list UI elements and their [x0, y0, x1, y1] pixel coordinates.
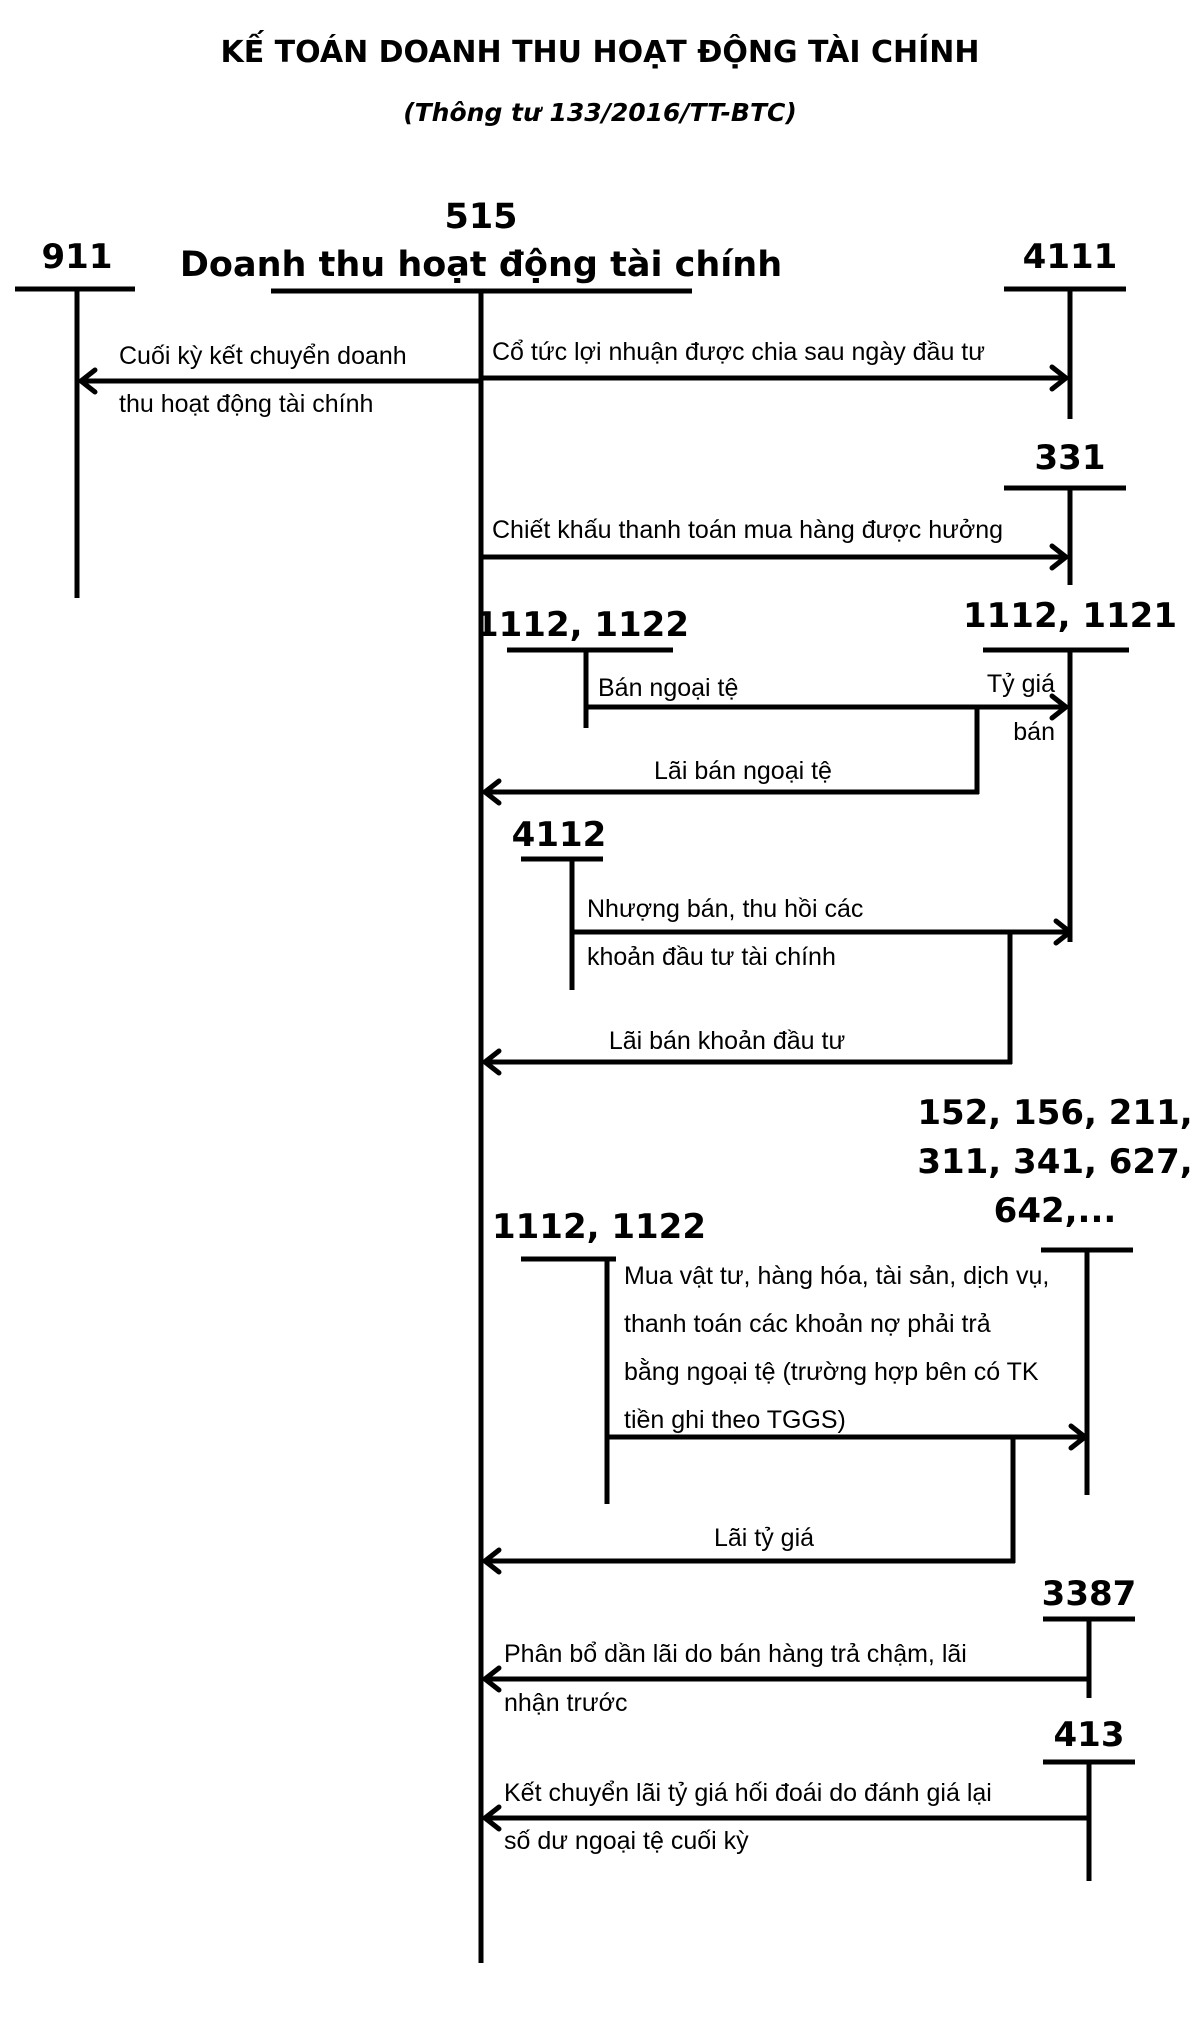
arrowhead-left-icon	[482, 1547, 502, 1575]
entry-fx-gain-text: Lãi tỷ giá	[714, 1524, 814, 1552]
arrowhead-left-icon	[482, 1804, 502, 1832]
entry-payment-discount-text: Chiết khấu thanh toán mua hàng được hưởn…	[492, 516, 1003, 544]
account-4111-label: 4111	[1023, 237, 1118, 277]
t-account-413: 413	[1043, 1715, 1135, 1881]
entry-close-to-911-line2: thu hoạt động tài chính	[119, 390, 373, 418]
arrowhead-left-icon	[78, 367, 98, 395]
account-1112-1121-label: 1112, 1121	[963, 596, 1177, 636]
entry-investment-disposal: Nhượng bán, thu hồi các khoản đầu tư tài…	[572, 895, 1073, 971]
account-515-number: 515	[444, 197, 517, 237]
arrowhead-right-icon	[1049, 364, 1069, 392]
account-515-name: Doanh thu hoạt động tài chính	[180, 245, 782, 285]
entry-fx-sale-gain-text: Lãi bán ngoại tệ	[654, 757, 832, 785]
t-account-3387: 3387	[1042, 1574, 1137, 1698]
entry-deferred-interest-line1: Phân bổ dần lãi do bán hàng trả chậm, lã…	[504, 1640, 967, 1668]
entry-close-to-911: Cuối kỳ kết chuyển doanh thu hoạt động t…	[78, 342, 481, 418]
t-account-152-group: 152, 156, 211, 311, 341, 627, 642,...	[917, 1093, 1193, 1495]
t-account-4112: 4112	[512, 815, 607, 990]
arrowhead-right-icon	[1049, 693, 1069, 721]
account-1112-1122-label: 1112, 1122	[475, 605, 689, 645]
entry-sell-rate-line1: Tỷ giá	[987, 670, 1055, 698]
account-4112-label: 4112	[512, 815, 607, 855]
entry-fx-revaluation: Kết chuyển lãi tỷ giá hối đoái do đánh g…	[482, 1779, 1089, 1855]
entry-investment-gain-text: Lãi bán khoản đầu tư	[609, 1027, 845, 1055]
entry-deferred-interest: Phân bổ dần lãi do bán hàng trả chậm, lã…	[482, 1640, 1089, 1717]
entry-fx-purchase-line1: Mua vật tư, hàng hóa, tài sản, dịch vụ,	[624, 1262, 1049, 1290]
account-152-group-line1: 152, 156, 211,	[917, 1093, 1192, 1133]
t-account-4111: 4111	[1004, 237, 1126, 419]
entry-investment-gain: Lãi bán khoản đầu tư	[482, 932, 1013, 1076]
entry-investment-disposal-line1: Nhượng bán, thu hồi các	[587, 895, 863, 923]
entry-fx-purchase: Mua vật tư, hàng hóa, tài sản, dịch vụ, …	[607, 1262, 1088, 1451]
arrowhead-left-icon	[482, 778, 502, 806]
t-account-1112-1122-second: 1112, 1122	[492, 1207, 706, 1504]
arrowhead-right-icon	[1049, 543, 1069, 571]
entry-fx-revaluation-line2: số dư ngoại tệ cuối kỳ	[504, 1827, 749, 1855]
entry-fx-purchase-line2: thanh toán các khoản nợ phải trả	[624, 1310, 991, 1338]
account-331-label: 331	[1035, 438, 1106, 478]
entry-fx-purchase-line3: bằng ngoại tệ (trường hợp bên có TK	[624, 1357, 1039, 1386]
arrowhead-left-icon	[482, 1048, 502, 1076]
entry-sell-rate-line2: bán	[1013, 718, 1055, 746]
entry-fx-purchase-line4: tiền ghi theo TGGS)	[624, 1406, 846, 1434]
account-3387-label: 3387	[1042, 1574, 1137, 1614]
t-account-1112-1121: 1112, 1121	[963, 596, 1177, 942]
entry-close-to-911-line1: Cuối kỳ kết chuyển doanh	[119, 342, 407, 370]
t-account-911: 911	[15, 237, 135, 598]
diagram-title: KẾ TOÁN DOANH THU HOẠT ĐỘNG TÀI CHÍNH	[221, 30, 980, 70]
arrowhead-right-icon	[1053, 918, 1073, 946]
entry-fx-gain: Lãi tỷ giá	[482, 1437, 1016, 1575]
t-account-1112-1122-first: 1112, 1122	[475, 605, 689, 728]
account-911-label: 911	[42, 237, 113, 277]
entry-payment-discount: Chiết khấu thanh toán mua hàng được hưởn…	[481, 516, 1069, 571]
arrowhead-left-icon	[482, 1665, 502, 1693]
entry-sell-fx: Bán ngoại tệ Tỷ giá bán	[586, 670, 1069, 746]
account-1112-1122-second-label: 1112, 1122	[492, 1207, 706, 1247]
account-152-group-line3: 642,...	[994, 1191, 1117, 1231]
arrowhead-right-icon	[1068, 1423, 1088, 1451]
entry-dividends: Cổ tức lợi nhuận được chia sau ngày đầu …	[481, 338, 1069, 392]
t-account-331: 331	[1004, 438, 1126, 585]
account-413-label: 413	[1054, 1715, 1125, 1755]
entry-fx-sale-gain: Lãi bán ngoại tệ	[482, 707, 980, 806]
entry-deferred-interest-line2: nhận trước	[504, 1689, 627, 1717]
entry-dividends-text: Cổ tức lợi nhuận được chia sau ngày đầu …	[492, 338, 985, 366]
entry-fx-revaluation-line1: Kết chuyển lãi tỷ giá hối đoái do đánh g…	[504, 1779, 992, 1807]
account-152-group-line2: 311, 341, 627,	[917, 1142, 1192, 1182]
entry-sell-fx-text: Bán ngoại tệ	[598, 674, 738, 702]
entry-investment-disposal-line2: khoản đầu tư tài chính	[587, 943, 836, 971]
diagram-subtitle: (Thông tư 133/2016/TT-BTC)	[403, 98, 797, 127]
t-account-515: 515 Doanh thu hoạt động tài chính	[180, 197, 782, 1963]
